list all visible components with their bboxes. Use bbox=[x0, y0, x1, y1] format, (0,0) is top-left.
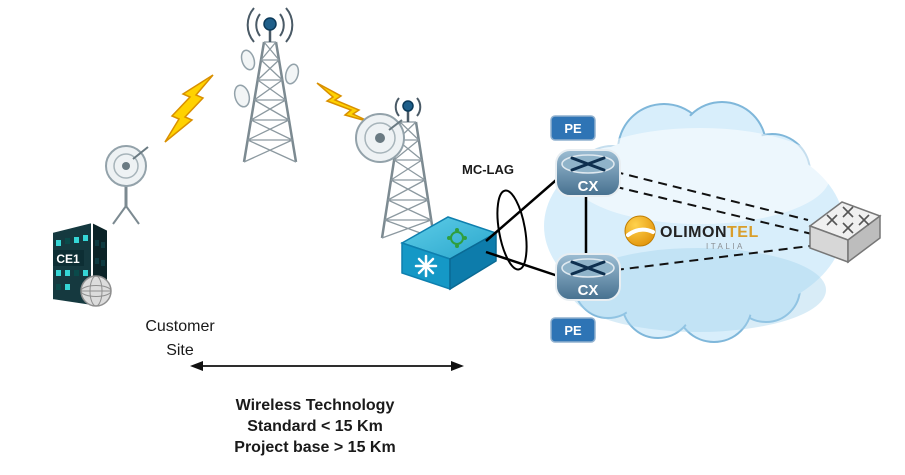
cx-router-bottom: CX bbox=[555, 253, 621, 301]
lightning-bolt-2 bbox=[316, 82, 371, 123]
wireless-note-line2: Standard < 15 Km bbox=[247, 418, 383, 435]
wireless-note-line1: Wireless Technology bbox=[236, 397, 395, 414]
customer-site-line1: Customer bbox=[145, 318, 215, 335]
microwave-dish-1 bbox=[105, 145, 149, 225]
switch-port-x-icons bbox=[826, 206, 870, 234]
ce1-building: CE1 bbox=[49, 220, 112, 308]
customer-site-line2: Site bbox=[166, 342, 194, 359]
tower2-antenna-dome bbox=[402, 100, 414, 112]
globe-icon bbox=[80, 275, 112, 307]
lag-ellipse bbox=[496, 189, 528, 271]
pe-badge-top: PE bbox=[550, 115, 596, 141]
logo-text-part2: TEL bbox=[727, 224, 759, 241]
radio-tower-1 bbox=[233, 7, 300, 163]
pe-badge-bottom: PE bbox=[550, 317, 596, 343]
cx-router-top: CX bbox=[555, 149, 621, 197]
radio-tower-2 bbox=[355, 97, 436, 239]
pe-bottom-label: PE bbox=[564, 323, 582, 338]
lightning-bolt-1 bbox=[164, 74, 214, 143]
wireless-note-line3: Project base > 15 Km bbox=[234, 439, 395, 456]
olimontel-logo: OLIMONTEL ITALIA bbox=[624, 215, 759, 251]
distance-arrow bbox=[190, 361, 464, 371]
tower1-dishes bbox=[233, 49, 300, 108]
tower1-antenna-dome bbox=[263, 17, 277, 31]
mclag-label: MC-LAG bbox=[462, 162, 514, 177]
logo-subtitle: ITALIA bbox=[706, 242, 745, 251]
building-windows bbox=[56, 235, 105, 290]
tower2-signal-waves bbox=[394, 97, 422, 117]
remote-switch bbox=[808, 201, 882, 264]
pe-top-label: PE bbox=[564, 121, 582, 136]
wireless-note: Wireless Technology Standard < 15 Km Pro… bbox=[234, 397, 395, 456]
asterisk-icon bbox=[414, 254, 438, 278]
customer-site-label: Customer Site bbox=[145, 318, 215, 359]
ce1-label: CE1 bbox=[56, 252, 80, 266]
tower2-dish bbox=[355, 113, 405, 163]
logo-text-part1: OLIMON bbox=[660, 224, 727, 241]
crossed-arrows-icon bbox=[570, 156, 606, 172]
gear-icon bbox=[447, 228, 467, 248]
crossed-arrows-icon bbox=[570, 260, 606, 276]
tower1-signal-waves bbox=[246, 7, 294, 43]
dashed-links bbox=[599, 167, 813, 273]
cx-top-label: CX bbox=[578, 178, 599, 195]
svg-text:OLIMONTEL: OLIMONTEL bbox=[660, 224, 759, 241]
access-switch-device bbox=[400, 216, 498, 291]
cx-bottom-label: CX bbox=[578, 282, 599, 299]
